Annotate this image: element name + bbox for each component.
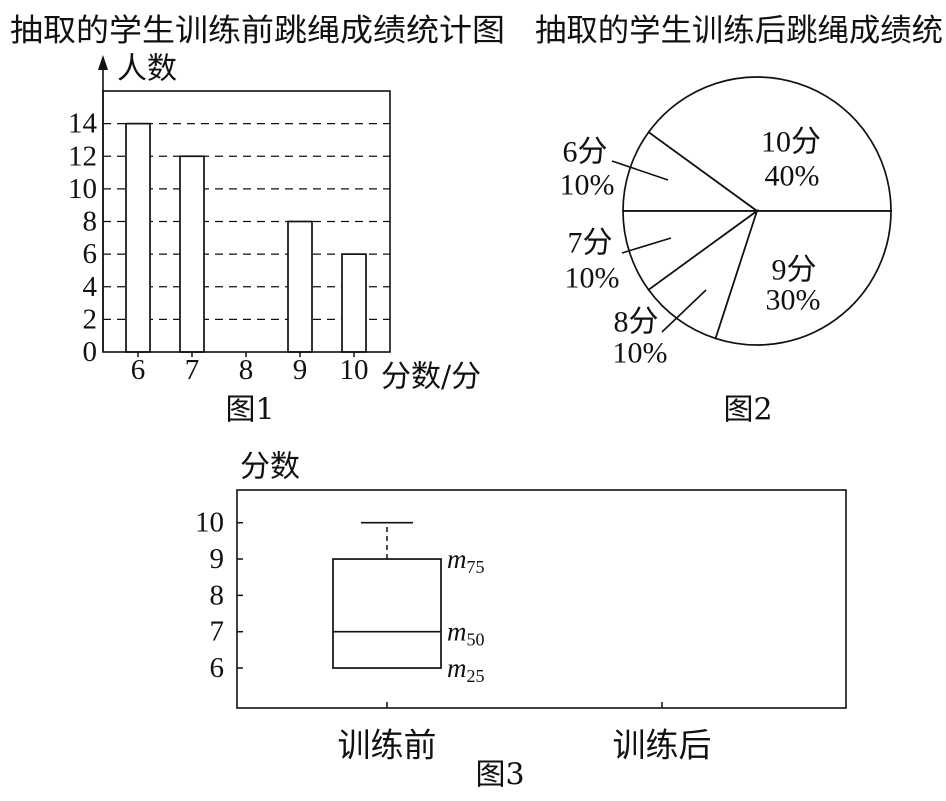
bar-chart-x-axis-label: 分数/分: [381, 360, 481, 395]
y-tick-label-2: 2: [83, 303, 98, 335]
x-tick-label-10: 10: [340, 354, 369, 386]
y-tick-label-4: 4: [83, 271, 98, 303]
pie-slice-5: [714, 210, 892, 346]
pie-slice-4: [647, 208, 759, 340]
bar-score-6: [125, 122, 151, 353]
y-tick-label-7: 7: [210, 616, 225, 648]
pie-slice-percent-4: 10%: [613, 337, 668, 370]
pie-leader-line-3: [621, 237, 672, 254]
box-plot-scores: 分数 678910训练前训练后m75m50m25 图3: [195, 450, 847, 793]
y-tick-label-8: 8: [83, 206, 98, 238]
pie-slice-1: [647, 76, 892, 212]
y-axis-arrow-icon: [98, 55, 108, 70]
quartile-subscript: 75: [467, 557, 485, 577]
quartile-label-m50: m50: [447, 617, 485, 650]
pie-slice-percent-2: 10%: [560, 169, 615, 202]
bar-score-10: [341, 253, 367, 353]
quartile-symbol: m: [447, 653, 467, 683]
pie-slice-label-3: 7分: [568, 227, 613, 260]
pie-slice-percent-3: 10%: [565, 262, 620, 295]
bar-score-7: [179, 155, 205, 353]
pie-slice-label-2: 6分: [563, 136, 608, 169]
y-tick-label-12: 12: [68, 140, 97, 172]
pie-slice-2: [622, 131, 760, 212]
y-tick-label-10: 10: [68, 173, 97, 205]
pie-slice-label-1: 10分: [761, 126, 821, 159]
pie-chart-title: 抽取的学生训练后跳绳成绩统: [535, 13, 943, 49]
y-tick-label-6: 6: [210, 652, 225, 684]
box-plot-frame: [236, 489, 847, 709]
y-tick-label-8: 8: [210, 579, 225, 611]
pie-slice-percent-5: 30%: [766, 284, 821, 317]
y-tick-label-9: 9: [210, 543, 225, 575]
x-tick-label-6: 6: [131, 354, 146, 386]
pie-chart-after-training: 抽取的学生训练后跳绳成绩统 10分40%6分10%7分10%8分10%9分30%…: [535, 13, 943, 428]
quartile-subscript: 25: [467, 666, 485, 686]
quartile-symbol: m: [447, 617, 467, 647]
figure-1-caption: 图1: [225, 393, 274, 428]
quartile-symbol: m: [447, 544, 467, 574]
x-category-label-2: 训练后: [613, 726, 712, 765]
pie-slice-3: [622, 210, 760, 291]
box-plot-y-axis-label: 分数: [240, 450, 300, 485]
bar-chart-y-axis-label: 人数: [117, 52, 177, 87]
quartile-label-m75: m75: [447, 544, 485, 577]
iqr-box: [332, 558, 442, 669]
quartile-subscript: 50: [467, 630, 485, 650]
figure-2-caption: 图2: [723, 393, 772, 428]
pie-slice-percent-1: 40%: [765, 160, 820, 193]
pie-slice-label-4: 8分: [614, 306, 659, 339]
y-tick-label-14: 14: [68, 108, 98, 140]
pie-leader-line-4: [661, 289, 707, 333]
figure-3-caption: 图3: [475, 758, 524, 793]
x-tick-label-7: 7: [185, 354, 200, 386]
quartile-label-m25: m25: [447, 653, 485, 686]
box-plot-plot: 678910训练前训练后m75m50m25: [195, 489, 847, 765]
y-tick-label-10: 10: [195, 507, 224, 539]
x-tick-label-8: 8: [239, 354, 254, 386]
bar-score-9: [287, 220, 313, 353]
y-tick-label-0: 0: [83, 336, 98, 368]
x-tick-label-9: 9: [293, 354, 308, 386]
x-category-label-1: 训练前: [338, 726, 437, 765]
pie-leader-line-2: [611, 160, 669, 181]
bar-chart-title: 抽取的学生训练前跳绳成绩统计图: [10, 13, 505, 49]
pie-slice-label-5: 9分: [772, 254, 817, 287]
y-tick-label-6: 6: [83, 238, 98, 270]
